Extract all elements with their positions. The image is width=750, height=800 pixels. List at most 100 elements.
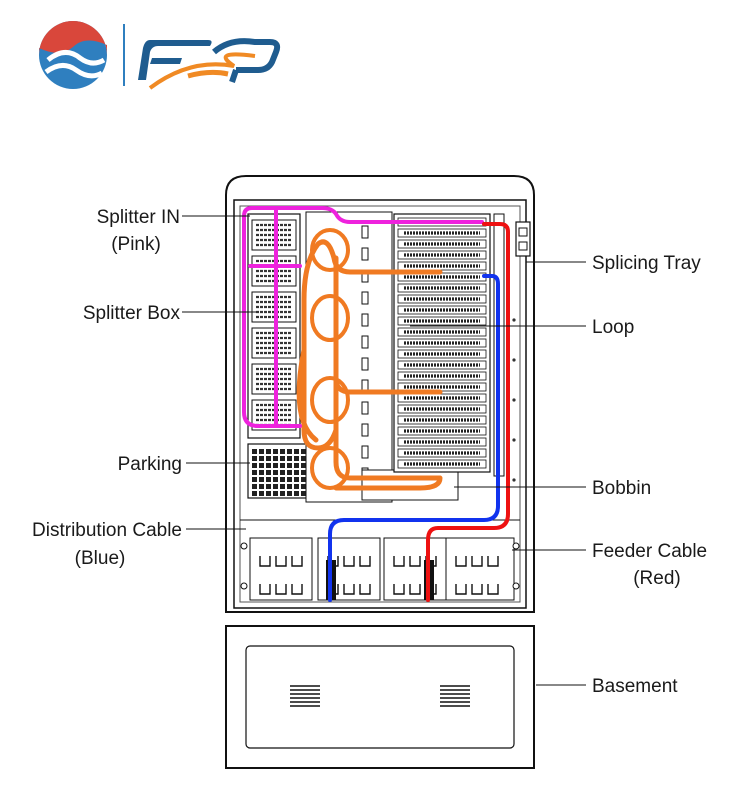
clip-icon — [393, 556, 405, 567]
parking-slot — [266, 463, 271, 468]
splicing-tray-row — [397, 426, 487, 436]
parking-slot — [301, 477, 306, 482]
splicing-tray-row — [397, 448, 487, 458]
loop-clip — [361, 313, 369, 327]
parking-slot — [301, 491, 306, 496]
vent-right-icon — [440, 685, 470, 707]
parking-slot — [266, 470, 271, 475]
bolt-icon — [240, 542, 248, 550]
splicing-tray-stack — [393, 213, 491, 473]
splicing-tray-row — [397, 338, 487, 348]
pink-splitter-in-cable — [242, 206, 484, 428]
parking-slot — [259, 491, 264, 496]
splicing-tray-row — [397, 404, 487, 414]
parking-slot — [273, 477, 278, 482]
loop-clip — [361, 445, 369, 459]
label-distribution-cable-sub: (Blue) — [75, 548, 126, 569]
parking-slot — [259, 463, 264, 468]
logo-divider — [123, 24, 125, 86]
orange-loop-cable — [296, 239, 443, 491]
bay-unit — [249, 537, 313, 601]
parking-slot — [266, 477, 271, 482]
cable-routing — [242, 206, 510, 602]
parking-slot — [273, 484, 278, 489]
parking-slot — [252, 456, 257, 461]
parking-slot — [280, 456, 285, 461]
splicing-tray-row — [397, 415, 487, 425]
splicing-tray-row — [397, 437, 487, 447]
splicing-tray-row — [397, 228, 487, 238]
vent-left-icon — [290, 685, 320, 707]
splicing-tray-row — [397, 327, 487, 337]
clip-icon — [409, 556, 421, 567]
clip-icon — [359, 584, 371, 595]
red-feeder-cable — [426, 222, 510, 602]
clip-icon — [259, 556, 271, 567]
parking-slot — [252, 491, 257, 496]
bolt-icon — [512, 582, 520, 590]
loop-frame — [305, 211, 393, 503]
parking-slot — [252, 484, 257, 489]
clip-icon — [259, 584, 271, 595]
parking-slot — [259, 449, 264, 454]
label-splitter-in-sub: (Pink) — [111, 234, 161, 255]
parking-slot — [301, 484, 306, 489]
parking-slot — [287, 456, 292, 461]
label-splitter-in: Splitter IN — [97, 207, 180, 228]
clip-icon — [487, 556, 499, 567]
orange-loop-ring — [310, 294, 350, 342]
bay-unit — [383, 537, 447, 601]
bay-unit — [445, 537, 515, 601]
parking-slot — [252, 477, 257, 482]
parking-slot — [294, 456, 299, 461]
loop-clip — [361, 291, 369, 305]
parking-slot — [259, 456, 264, 461]
logo-wordmark — [138, 38, 281, 90]
splicing-tray-row — [397, 371, 487, 381]
parking-slot — [287, 470, 292, 475]
splicing-tray-row — [397, 360, 487, 370]
bolt-icon — [240, 582, 248, 590]
label-distribution-cable: Distribution Cable — [32, 520, 182, 541]
clip-icon — [275, 556, 287, 567]
loop-clip — [361, 357, 369, 371]
label-feeder-cable: Feeder Cable — [592, 541, 707, 562]
company-logo — [39, 21, 281, 90]
parking-slot — [280, 463, 285, 468]
parking-slot — [259, 477, 264, 482]
parking-slot — [280, 484, 285, 489]
splicing-tray-row — [397, 393, 487, 403]
blue-distribution-cable — [328, 274, 500, 602]
clip-icon — [455, 584, 467, 595]
parking-slot — [301, 449, 306, 454]
leader-lines — [182, 215, 586, 686]
parking-slot — [273, 463, 278, 468]
splicing-tray-row — [397, 305, 487, 315]
parking-slot — [259, 484, 264, 489]
parking-slot — [294, 449, 299, 454]
clip-icon — [471, 584, 483, 595]
loop-clip — [361, 247, 369, 261]
parking-slot — [294, 484, 299, 489]
parking-slot — [273, 456, 278, 461]
clip-icon — [359, 556, 371, 567]
label-splicing-tray: Splicing Tray — [592, 253, 701, 274]
parking-slot — [266, 484, 271, 489]
clip-icon — [275, 584, 287, 595]
clip-icon — [455, 556, 467, 567]
splicing-tray-row — [397, 316, 487, 326]
clip-icon — [471, 556, 483, 567]
parking-slot — [273, 491, 278, 496]
clip-icon — [291, 584, 303, 595]
loop-clip — [361, 335, 369, 349]
label-splitter-box: Splitter Box — [83, 303, 181, 324]
label-basement: Basement — [592, 676, 678, 697]
parking-slot — [287, 477, 292, 482]
parking-slot — [273, 470, 278, 475]
parking-slot — [280, 449, 285, 454]
parking-slot — [301, 456, 306, 461]
parking-slot — [266, 456, 271, 461]
clip-icon — [343, 584, 355, 595]
loop-clip — [361, 401, 369, 415]
clip-icon — [343, 556, 355, 567]
